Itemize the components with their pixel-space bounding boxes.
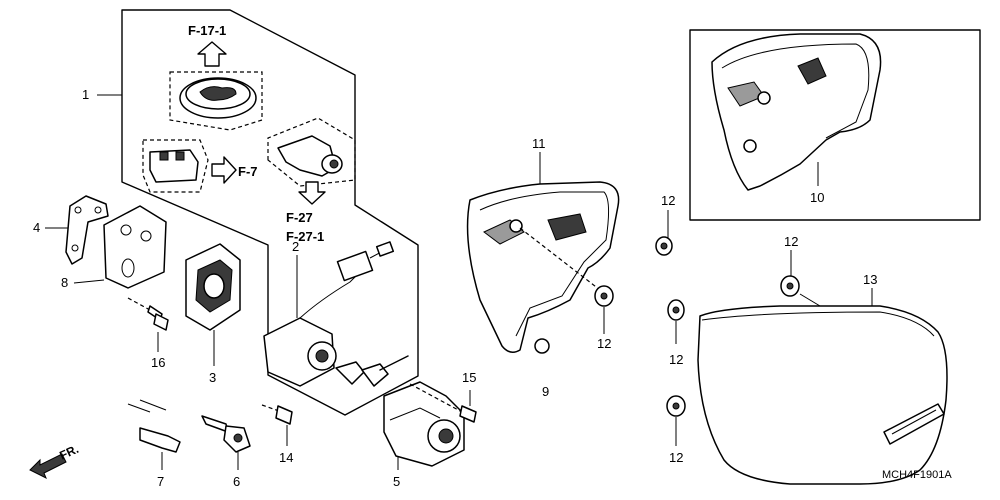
part-number-16: 16: [151, 355, 165, 370]
key-blank-illustration-7: [127, 399, 181, 453]
part-number-15: 15: [462, 370, 476, 385]
reference-arrow-up: [197, 41, 227, 67]
seat-lock-illustration: [142, 139, 209, 193]
key-illustration-6: [201, 415, 251, 453]
ref-f17-1: F-17-1: [188, 23, 226, 38]
part-number-12e: 12: [669, 450, 683, 465]
part-number-12a: 12: [661, 193, 675, 208]
lock-body-illustration-3: [185, 243, 241, 331]
part-number-8: 8: [61, 275, 68, 290]
side-cover-right-illustration-13: [697, 293, 948, 485]
part-number-1: 1: [82, 87, 89, 102]
part-number-10: 10: [810, 190, 824, 205]
assembly-group-outline: [121, 9, 419, 416]
side-cover-left-illustration-11: [466, 181, 620, 354]
grommet-illustrations-12: [594, 236, 800, 417]
part-number-12b: 12: [597, 336, 611, 351]
lock-cover-illustration-5: [383, 381, 465, 467]
plate-illustration-8: [103, 205, 167, 289]
part-number-14: 14: [279, 450, 293, 465]
ignition-switch-illustration-2: [263, 241, 409, 387]
reference-arrow-down: [298, 181, 326, 205]
front-direction-arrow-icon: [29, 453, 67, 480]
part-number-5: 5: [393, 474, 400, 489]
fuel-cap-illustration: [169, 71, 263, 131]
part-number-3: 3: [209, 370, 216, 385]
ref-f27: F-27: [286, 210, 313, 225]
leader-8: [73, 279, 105, 284]
inset-detail-box: [689, 29, 981, 221]
diagram-code: MCH4F1901A: [882, 469, 952, 481]
part-number-2: 2: [292, 239, 299, 254]
part-number-11: 11: [532, 136, 546, 151]
part-number-6: 6: [233, 474, 240, 489]
part-number-9: 9: [542, 384, 549, 399]
ref-f27-1: F-27-1: [286, 229, 324, 244]
helmet-holder-illustration: [267, 117, 356, 187]
reference-arrow-right: [211, 156, 237, 184]
front-direction-label: FR.: [57, 442, 80, 463]
bracket-illustration-4: [65, 195, 109, 265]
part-number-12c: 12: [669, 352, 683, 367]
screw-illustration-15: [409, 383, 477, 423]
part-number-7: 7: [157, 474, 164, 489]
part-number-4: 4: [33, 220, 40, 235]
bolt-illustration-16: [127, 297, 169, 331]
ref-f7: F-7: [238, 164, 258, 179]
part-number-12d: 12: [784, 234, 798, 249]
part-number-13: 13: [863, 272, 877, 287]
screw-illustration-14: [261, 404, 293, 425]
